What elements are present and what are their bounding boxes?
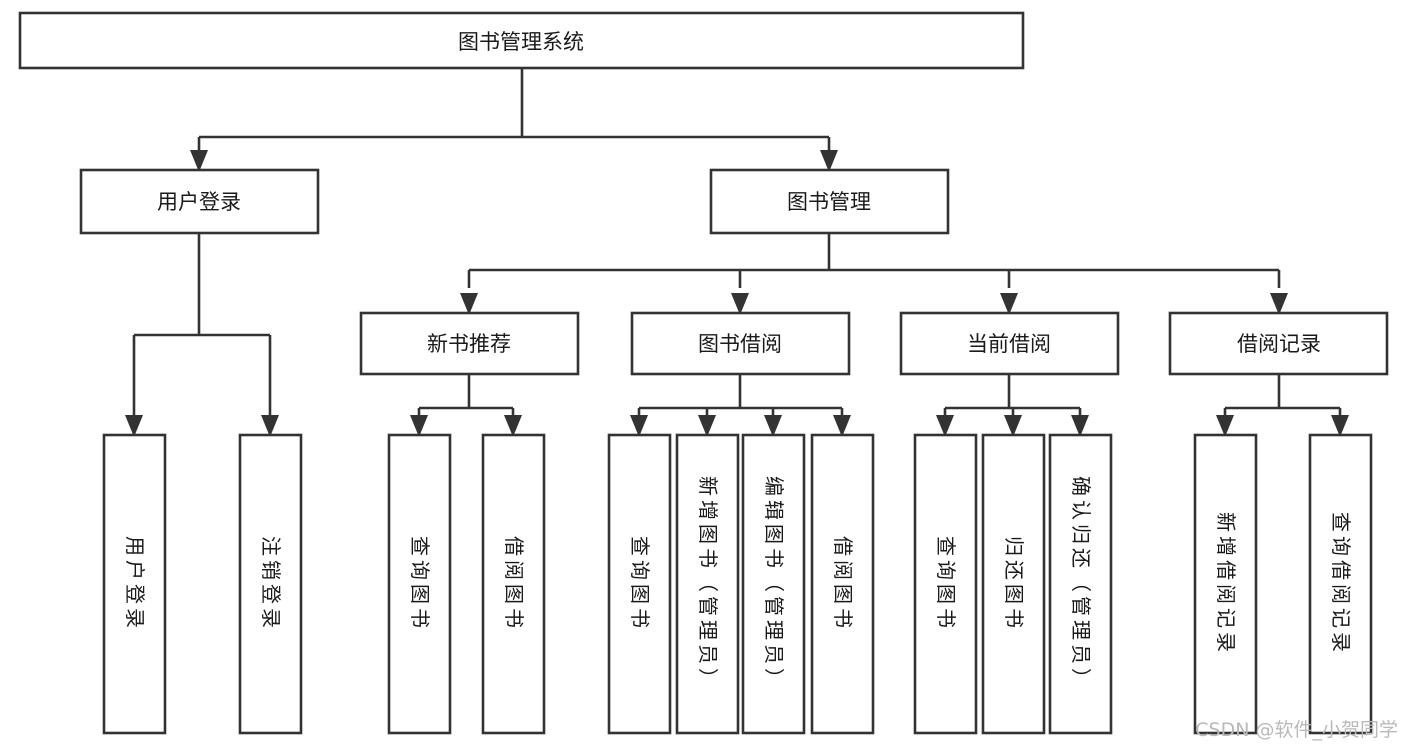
node-borrow-record-box[interactable]	[1168, 311, 1389, 376]
leaf-borrow-book-1-label: 借阅图书	[502, 536, 526, 632]
leaf-query-book-3-box[interactable]	[913, 433, 978, 735]
node-current-borrow-label: 当前借阅	[967, 332, 1051, 356]
leaf-borrow-book-1-box[interactable]	[481, 433, 546, 735]
node-user-login-label: 用户登录	[157, 190, 241, 214]
leaf-query-book-1-box[interactable]	[387, 433, 452, 735]
leaf-logout-label: 注销登录	[259, 536, 283, 632]
leaf-logout[interactable]: 注销登录	[238, 433, 303, 735]
leaf-add-record[interactable]: 新增借阅记录	[1193, 433, 1258, 735]
connector-group-borrow-record	[1216, 374, 1349, 437]
leaf-user-login-label: 用户登录	[123, 536, 147, 632]
leaf-query-book-2-label: 查询图书	[628, 536, 652, 632]
node-user-login-box[interactable]	[79, 168, 320, 235]
node-book-manage[interactable]: 图书管理	[709, 168, 950, 235]
connector-group-root	[190, 68, 838, 172]
leaf-edit-book-label: 编辑图书（管理员）	[762, 476, 786, 692]
leaf-query-book-2[interactable]: 查询图书	[607, 433, 672, 735]
node-book-borrow[interactable]: 图书借阅	[630, 311, 851, 376]
node-book-borrow-label: 图书借阅	[698, 332, 782, 356]
leaf-query-record-box[interactable]	[1308, 433, 1373, 735]
node-book-manage-box[interactable]	[709, 168, 950, 235]
node-current-borrow-box[interactable]	[899, 311, 1120, 376]
node-root[interactable]: 图书管理系统	[18, 11, 1025, 70]
leaf-borrow-book-2-box[interactable]	[810, 433, 875, 735]
node-borrow-record-label: 借阅记录	[1237, 332, 1321, 356]
node-current-borrow[interactable]: 当前借阅	[899, 311, 1120, 376]
arrow-to-book-manage	[820, 150, 838, 172]
connector-group-book-borrow	[630, 374, 851, 437]
leaf-confirm-return[interactable]: 确认归还（管理员）	[1048, 433, 1113, 735]
node-borrow-record[interactable]: 借阅记录	[1168, 311, 1389, 376]
node-user-login[interactable]: 用户登录	[79, 168, 320, 235]
watermark-label: CSDN @软件_小贺同学	[1195, 719, 1398, 741]
leaf-query-book-2-box[interactable]	[607, 433, 672, 735]
leaf-query-book-3[interactable]: 查询图书	[913, 433, 978, 735]
node-book-borrow-box[interactable]	[630, 311, 851, 376]
leaf-borrow-book-2-label: 借阅图书	[831, 536, 855, 632]
leaf-add-record-box[interactable]	[1193, 433, 1258, 735]
connector-group-user-login	[125, 233, 279, 437]
connector-group-current-borrow	[936, 374, 1089, 437]
leaf-user-login[interactable]: 用户登录	[102, 433, 167, 735]
leaf-confirm-return-label: 确认归还（管理员）	[1069, 476, 1093, 692]
leaf-query-record[interactable]: 查询借阅记录	[1308, 433, 1373, 735]
leaf-query-book-3-label: 查询图书	[934, 536, 958, 632]
leaf-logout-box[interactable]	[238, 433, 303, 735]
node-new-book-recommend[interactable]: 新书推荐	[359, 311, 580, 376]
leaf-add-book-box[interactable]	[675, 433, 740, 735]
leaf-add-book[interactable]: 新增图书（管理员）	[675, 433, 740, 735]
leaf-query-book-1[interactable]: 查询图书	[387, 433, 452, 735]
connector-group-new-book-recommend	[410, 374, 522, 437]
leaf-user-login-box[interactable]	[102, 433, 167, 735]
leaf-add-book-label: 新增图书（管理员）	[696, 476, 720, 692]
leaf-edit-book-box[interactable]	[741, 433, 806, 735]
connector-group-book-manage	[460, 233, 1288, 315]
node-new-book-recommend-label: 新书推荐	[427, 332, 511, 356]
leaf-borrow-book-2[interactable]: 借阅图书	[810, 433, 875, 735]
leaf-add-record-label: 新增借阅记录	[1214, 512, 1238, 656]
leaf-borrow-book-1[interactable]: 借阅图书	[481, 433, 546, 735]
node-root-label: 图书管理系统	[458, 30, 584, 54]
leaf-query-record-label: 查询借阅记录	[1329, 512, 1353, 656]
leaf-return-book[interactable]: 归还图书	[981, 433, 1046, 735]
leaf-return-book-box[interactable]	[981, 433, 1046, 735]
leaf-query-book-1-label: 查询图书	[408, 536, 432, 632]
node-root-box[interactable]	[18, 11, 1025, 70]
leaf-edit-book[interactable]: 编辑图书（管理员）	[741, 433, 806, 735]
leaf-confirm-return-box[interactable]	[1048, 433, 1113, 735]
leaf-return-book-label: 归还图书	[1002, 536, 1026, 632]
arrow-to-user-login	[190, 150, 208, 172]
node-new-book-recommend-box[interactable]	[359, 311, 580, 376]
node-book-manage-label: 图书管理	[787, 190, 871, 214]
